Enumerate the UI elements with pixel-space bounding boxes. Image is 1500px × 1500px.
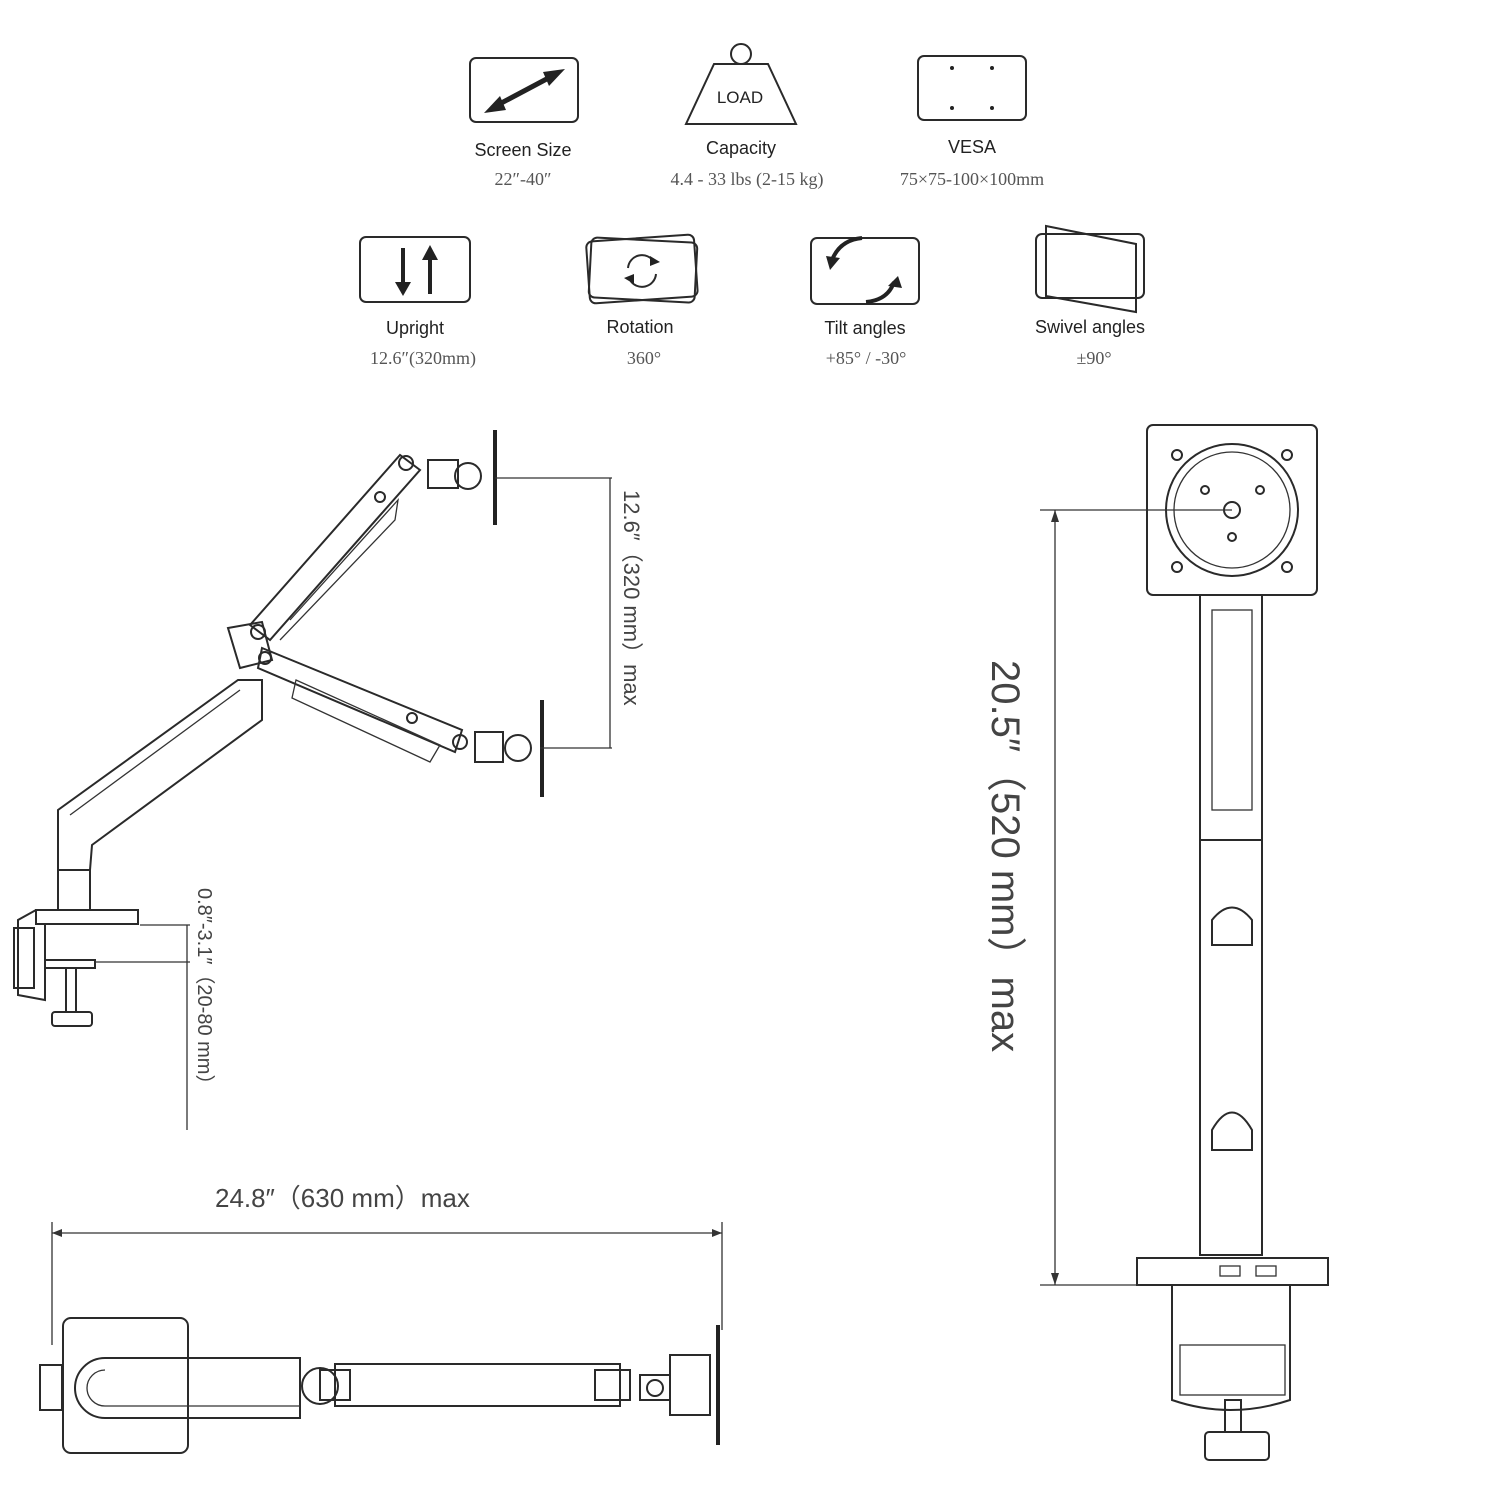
spec-value-rotation: 360° <box>627 348 661 368</box>
spec-value-tilt: +85° / -30° <box>826 348 907 368</box>
spec-value-screen-size: 22″-40″ <box>495 169 552 189</box>
total-height-dimension-line <box>1040 509 1232 1286</box>
spec-label-screen-size: Screen Size <box>474 140 571 160</box>
front-view-arm-drawing <box>1136 424 1329 1461</box>
spec-value-vesa: 75×75-100×100mm <box>900 169 1044 189</box>
screen-size-icon <box>469 57 579 123</box>
load-weight-icon: LOAD <box>684 43 798 125</box>
total-height-label: 20.5″（520 mm）max <box>983 660 1027 1052</box>
spec-label-capacity: Capacity <box>706 138 776 158</box>
reach-dimension-line <box>51 1222 723 1345</box>
reach-label: 24.8″（630 mm）max <box>215 1183 470 1213</box>
spec-label-tilt: Tilt angles <box>824 318 905 338</box>
spec-value-upright: 12.6″(320mm) <box>370 348 476 369</box>
height-adjust-label: 12.6″（320 mm）max <box>619 490 644 706</box>
tilt-icon <box>810 236 920 305</box>
spec-label-upright: Upright <box>386 318 444 338</box>
top-view-arm-drawing <box>39 1317 720 1454</box>
spec-label-swivel: Swivel angles <box>1035 317 1145 337</box>
clamp-range-label: 0.8″-3.1″（20-80 mm） <box>193 888 216 1094</box>
swivel-icon <box>1035 224 1145 314</box>
load-icon-text: LOAD <box>717 88 763 107</box>
spec-label-vesa: VESA <box>948 137 996 157</box>
spec-label-rotation: Rotation <box>606 317 673 337</box>
vesa-icon <box>917 55 1027 121</box>
clamp-range-dimension-line <box>95 924 190 1130</box>
height-adjust-dimension-line <box>495 477 612 749</box>
spec-value-swivel: ±90° <box>1076 348 1111 368</box>
upright-icon <box>359 236 471 303</box>
side-view-arm-drawing <box>13 430 544 1027</box>
rotation-icon <box>585 233 699 305</box>
spec-value-capacity: 4.4 - 33 lbs (2-15 kg) <box>671 169 824 190</box>
